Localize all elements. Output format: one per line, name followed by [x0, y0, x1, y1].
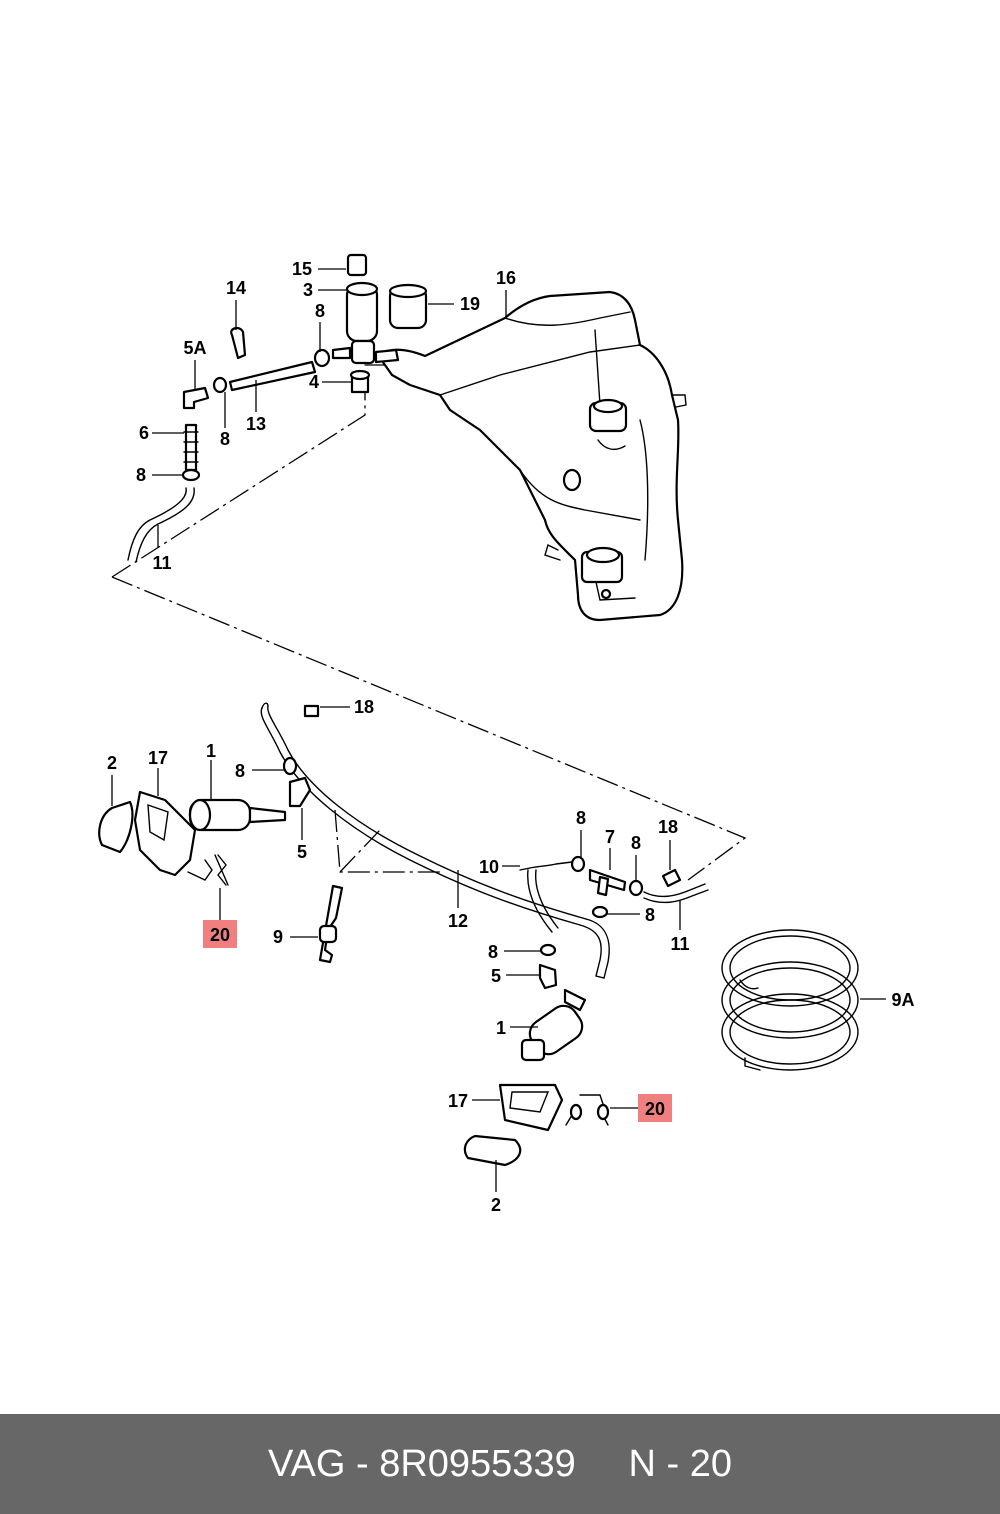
leader-lines	[111, 268, 886, 1192]
label-part-17: 17	[448, 1091, 468, 1111]
label-part-8: 8	[315, 301, 325, 321]
label-part-19: 19	[460, 294, 480, 314]
label-part-5A: 5A	[183, 338, 206, 358]
label-part-7: 7	[605, 827, 615, 847]
label-part-15: 15	[292, 259, 312, 279]
label-part-3: 3	[303, 280, 313, 300]
label-part-8: 8	[220, 429, 230, 449]
label-part-18: 18	[658, 817, 678, 837]
label-part-6: 6	[139, 423, 149, 443]
label-part-9A: 9A	[891, 990, 914, 1010]
label-part-11: 11	[152, 553, 171, 573]
label-part-11: 11	[670, 934, 689, 954]
label-part-8: 8	[235, 761, 245, 781]
label-part-17: 17	[148, 748, 168, 768]
label-part-9: 9	[273, 927, 283, 947]
hose-10-and-tee	[519, 855, 709, 957]
label-part-20: 20	[210, 925, 230, 945]
bracket-9	[318, 884, 344, 964]
label-part-1: 1	[496, 1018, 506, 1038]
label-part-8: 8	[488, 942, 498, 962]
label-part-2: 2	[107, 753, 117, 773]
highlight-20-right	[638, 1094, 672, 1122]
label-part-8: 8	[631, 833, 641, 853]
hose-12	[260, 702, 610, 979]
part-number-caption: VAG - 8R0955339 N - 20	[268, 1442, 732, 1485]
callout-labels: 15 3 14 8 19 16 5A 4 13 6 8 8 11 18 2 17…	[107, 259, 915, 1215]
left-washer-nozzle-group	[98, 776, 312, 886]
label-part-4: 4	[309, 372, 319, 392]
label-part-2: 2	[491, 1195, 501, 1215]
label-part-18: 18	[354, 697, 374, 717]
right-washer-nozzle-group	[463, 963, 610, 1167]
label-part-1: 1	[206, 741, 216, 761]
hose-line-top-left	[127, 326, 317, 563]
label-part-13: 13	[246, 414, 266, 434]
label-part-8: 8	[645, 905, 655, 925]
parts-diagram: 15 3 14 8 19 16 5A 4 13 6 8 8 11 18 2 17…	[98, 253, 915, 1215]
label-part-5: 5	[297, 842, 307, 862]
footer-bar: VAG - 8R0955339 N - 20	[0, 1414, 1000, 1514]
label-part-16: 16	[496, 268, 516, 288]
label-part-5: 5	[491, 966, 501, 986]
highlight-20-left	[203, 920, 237, 948]
label-part-8: 8	[136, 465, 146, 485]
label-part-10: 10	[479, 857, 499, 877]
label-part-12: 12	[448, 911, 468, 931]
label-part-8: 8	[576, 808, 586, 828]
label-part-14: 14	[226, 278, 246, 298]
pump-assembly-top	[313, 253, 428, 394]
washer-reservoir	[376, 290, 687, 622]
hose-coil-9A	[721, 929, 859, 1071]
label-part-20: 20	[645, 1099, 665, 1119]
